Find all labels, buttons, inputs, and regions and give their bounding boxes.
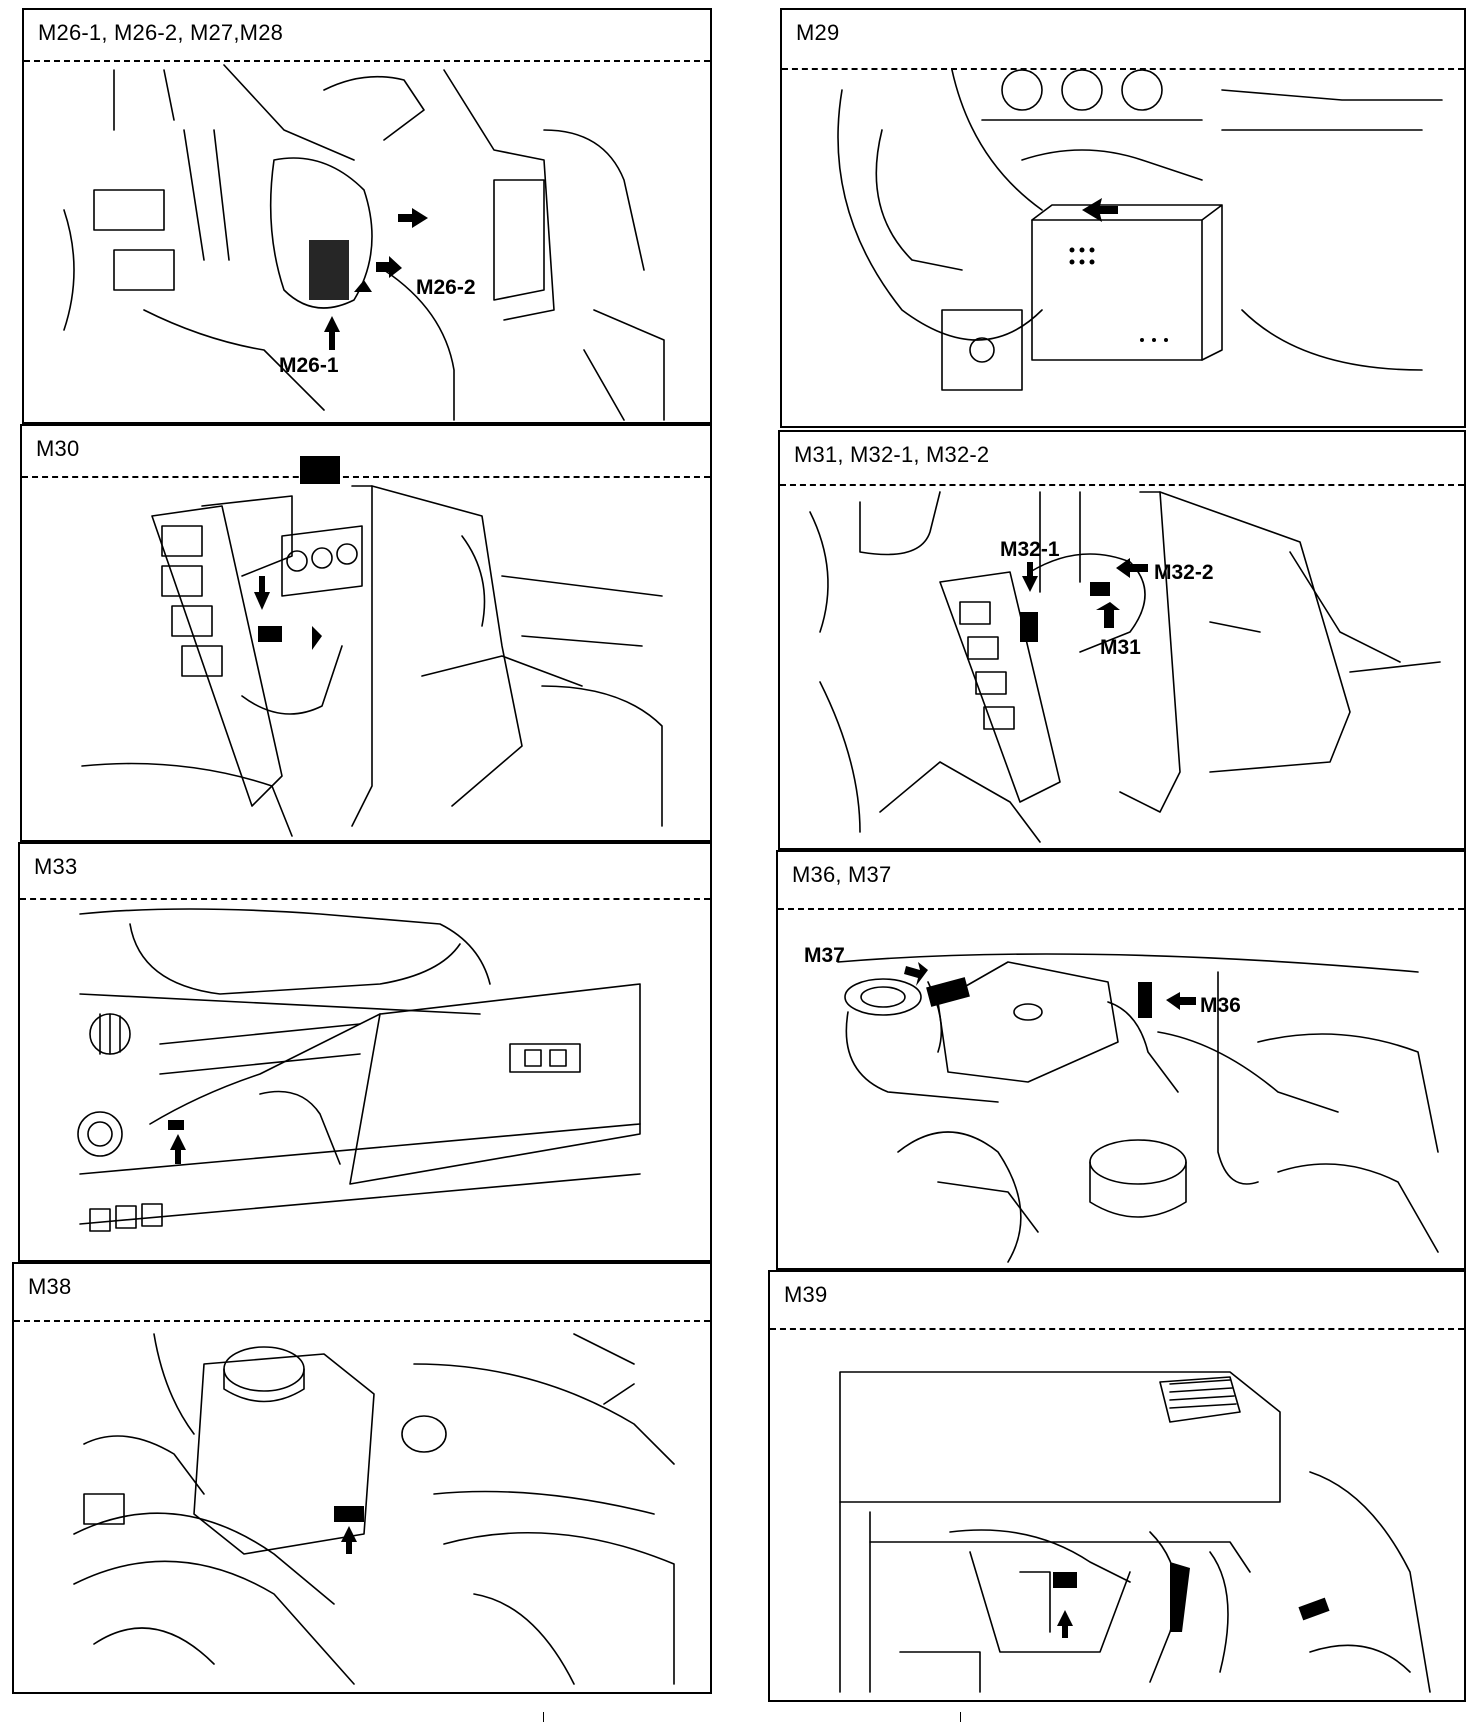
title-divider <box>14 1320 710 1322</box>
panel-title: M33 <box>34 854 78 879</box>
title-divider <box>22 476 710 478</box>
panel-m30: M30 <box>20 424 712 842</box>
illustration-center-console <box>81 456 663 837</box>
panel-m26-m27-m28: M26-1, M26-2, M27,M28 M26-2 M26-1 <box>22 8 712 424</box>
panel-m36-m37: M36, M37 M37 M36 <box>776 850 1466 1270</box>
illustration-dash-module <box>837 69 1443 391</box>
illustration-glovebox-area <box>77 908 641 1232</box>
panel-title: M39 <box>784 1282 828 1307</box>
panel-m33: M33 <box>18 842 712 1262</box>
illustration-engine-bay: M37 M36 <box>804 944 1439 1263</box>
title-divider <box>24 60 710 62</box>
title-divider <box>20 898 710 900</box>
illustration-under-dash <box>839 1371 1431 1693</box>
panel-m38: M38 <box>12 1262 712 1694</box>
title-divider <box>780 484 1464 486</box>
panel-title: M36, M37 <box>792 862 892 887</box>
callout-label: M26-1 <box>279 354 339 377</box>
illustration-switch-panel: M32-1 M32-2 M31 <box>809 491 1441 843</box>
callout-label: M31 <box>1100 636 1141 659</box>
illustration-steering-column-connectors: M26-2 M26-1 <box>63 64 665 421</box>
page-mark <box>960 1712 961 1722</box>
callout-label: M26-2 <box>416 276 476 299</box>
panel-title: M30 <box>36 436 80 461</box>
title-divider <box>770 1328 1464 1330</box>
panel-title: M38 <box>28 1274 72 1299</box>
callout-label: M32-2 <box>1154 561 1214 584</box>
page-mark <box>543 1712 544 1722</box>
illustration-fluid-reservoir <box>73 1333 675 1685</box>
panel-m31-m32: M31, M32-1, M32-2 M32-1 M32-2 M31 <box>778 430 1466 850</box>
callout-label: M37 <box>804 944 845 967</box>
title-divider <box>778 908 1464 910</box>
callout-label: M36 <box>1200 994 1241 1017</box>
panel-m29: M29 <box>780 8 1466 428</box>
title-divider <box>782 68 1464 70</box>
panel-title: M26-1, M26-2, M27,M28 <box>38 20 284 45</box>
panel-m39: M39 <box>768 1270 1466 1702</box>
panel-title: M31, M32-1, M32-2 <box>794 442 990 467</box>
callout-label: M32-1 <box>1000 538 1060 561</box>
panel-title: M29 <box>796 20 840 45</box>
